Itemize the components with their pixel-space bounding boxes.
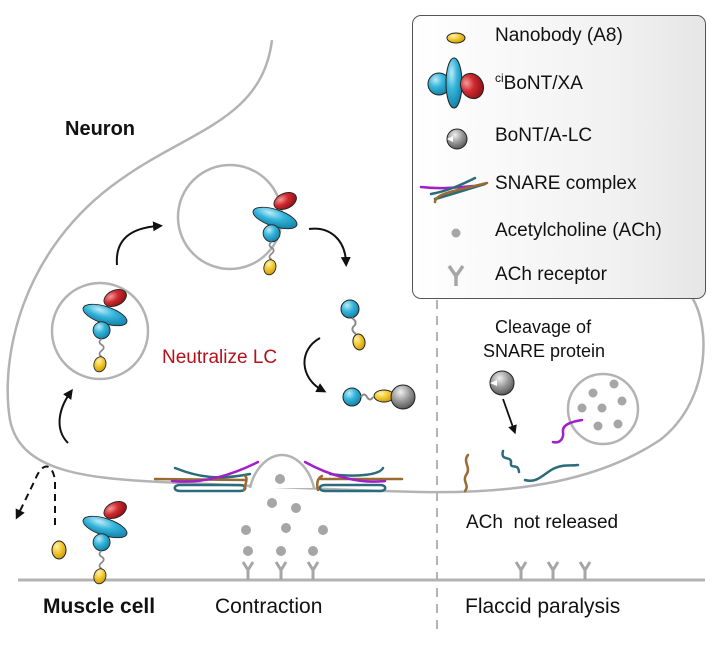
legend-label-cibont-text: BoNT/XA <box>503 73 583 94</box>
vesicle-1 <box>50 281 150 381</box>
nanobody-free <box>51 540 67 560</box>
flaccid-paralysis-label: Flaccid paralysis <box>465 595 621 618</box>
cibont-extracellular <box>79 497 131 587</box>
snare-complex-left <box>153 460 260 493</box>
muscle-cell-label: Muscle cell <box>43 595 156 618</box>
neuron-label: Neuron <box>65 118 135 140</box>
cibont-xa-icon <box>427 57 485 109</box>
cibont-in-vesicle-2 <box>249 188 301 278</box>
arrow-up <box>58 388 73 444</box>
cleavage-label-line1: Cleavage of <box>495 317 592 337</box>
vesicle-ach <box>566 372 640 446</box>
arrow-to-vesicle-2 <box>115 221 163 266</box>
arrow-release <box>308 227 351 267</box>
neutralized-complex <box>342 384 416 410</box>
ach-receptors-right <box>514 561 592 580</box>
legend-superscript-ci: ci <box>495 71 504 85</box>
legend: Nanobody (A8) ciBoNT/XA BoNT/A-LC SNARE … <box>412 15 706 299</box>
fusion-pore <box>248 453 316 489</box>
lc-nanobody-free <box>340 299 366 351</box>
legend-label-nanobody: Nanobody (A8) <box>495 25 623 46</box>
ach-released <box>241 474 328 556</box>
bont-a-lc-icon <box>446 128 468 150</box>
bont-a-lc-free <box>489 370 515 396</box>
cleavage-label-line2: SNARE protein <box>483 341 606 361</box>
acetylcholine-icon <box>451 228 461 238</box>
ach-not-released-label: ACh not released <box>466 512 619 533</box>
ach-receptors-left <box>241 561 320 580</box>
ach-receptor-icon <box>447 264 465 286</box>
contraction-label: Contraction <box>215 595 323 618</box>
neuron-membrane <box>6 39 705 494</box>
arrow-neutralize <box>303 337 327 393</box>
arrow-lc-cleave <box>502 398 517 435</box>
legend-label-cibont: ciBoNT/XA <box>495 71 583 95</box>
arrow-dashed-recycle <box>15 465 56 525</box>
legend-label-receptor: ACh receptor <box>495 264 607 285</box>
legend-label-snare: SNARE complex <box>495 173 637 194</box>
snare-complex-icon <box>419 176 489 204</box>
ach-in-vesicle <box>577 379 627 431</box>
legend-icons <box>419 32 489 286</box>
cleaved-snare-fragments <box>463 418 584 493</box>
legend-label-ach: Acetylcholine (ACh) <box>495 220 662 241</box>
neutralize-lc-label: Neutralize LC <box>162 347 278 368</box>
cibont-in-vesicle-1 <box>79 285 131 375</box>
snare-complex-right <box>303 460 404 493</box>
legend-label-bont-lc: BoNT/A-LC <box>495 125 593 146</box>
nanobody-icon <box>446 32 466 44</box>
